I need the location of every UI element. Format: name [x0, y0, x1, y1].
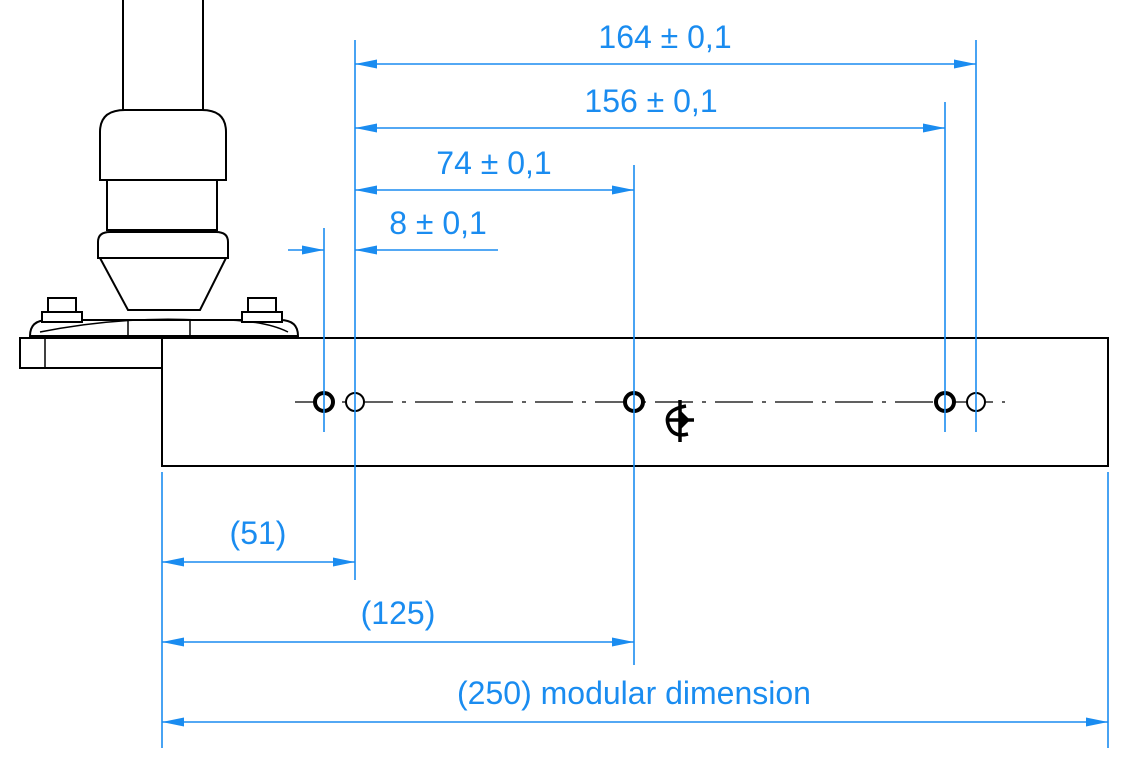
dimension-label-156: 156 ± 0,1 [584, 83, 717, 119]
dimension-156: 156 ± 0,1 [355, 83, 945, 133]
dimension-250: (250) modular dimension [162, 675, 1108, 727]
dimension-164: 164 ± 0,1 [355, 19, 976, 69]
dimension-label-125: (125) [361, 595, 436, 631]
center-of-gravity-icon [665, 400, 694, 442]
dimension-125: (125) [162, 595, 634, 647]
dimension-label-74: 74 ± 0,1 [436, 145, 551, 181]
dimension-8: 8 ± 0,1 [288, 205, 498, 255]
dimension-74: 74 ± 0,1 [355, 145, 634, 195]
extension-lines [161, 40, 1109, 748]
column-support [19, 0, 300, 369]
dimension-label-164: 164 ± 0,1 [598, 19, 731, 55]
dimension-51: (51) [162, 515, 355, 567]
dimension-label-250: (250) modular dimension [457, 675, 811, 711]
dimension-label-51: (51) [230, 515, 287, 551]
dimension-label-8: 8 ± 0,1 [389, 205, 487, 241]
